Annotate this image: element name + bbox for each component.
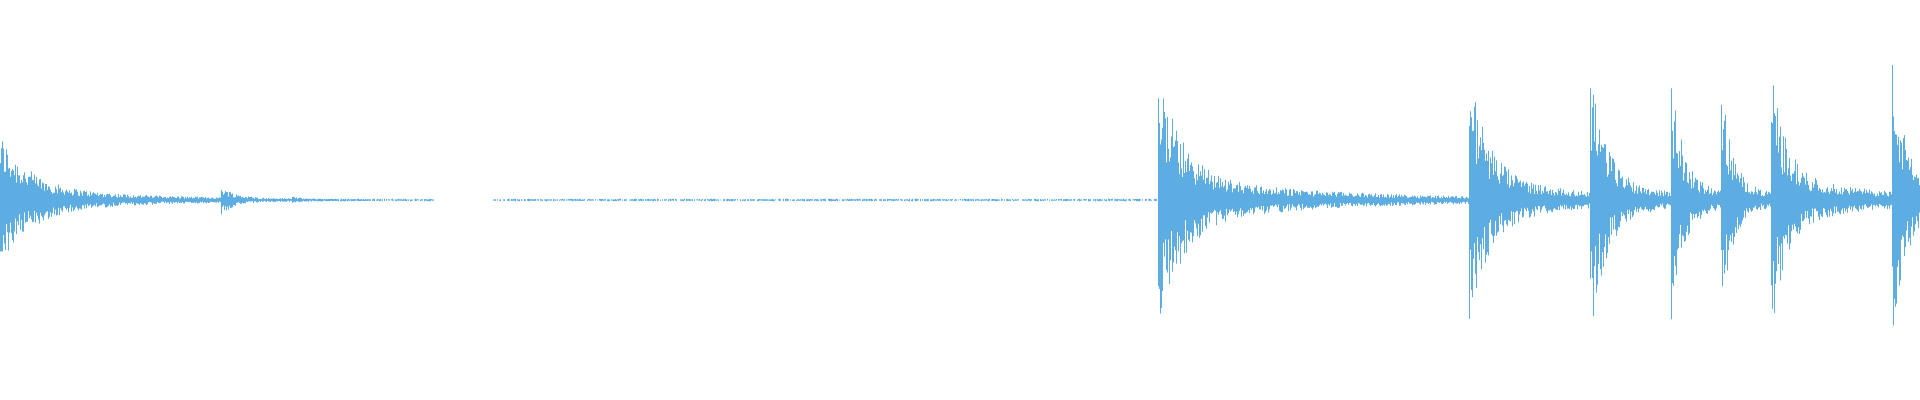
waveform-trace <box>0 65 1920 326</box>
waveform-samples <box>0 65 1920 326</box>
